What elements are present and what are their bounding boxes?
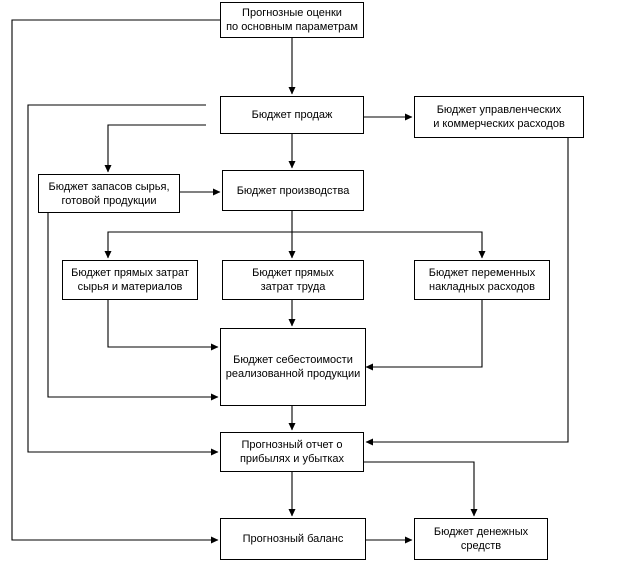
pnl-forecast-box: Прогнозный отчет о прибылях и убытках: [220, 432, 364, 472]
forecast-estimates-box: Прогнозные оценки по основным параметрам: [220, 2, 364, 38]
arrow-admin-to-pnl: [365, 138, 569, 446]
variable-overhead-budget-box: Бюджет переменных накладных расходов: [414, 260, 550, 300]
admin-commercial-budget-box: Бюджет управленческих и коммерческих рас…: [414, 96, 584, 138]
arrow-production-to-overhead: [292, 231, 486, 259]
labor-budget-box: Бюджет прямых затрат труда: [222, 260, 364, 300]
arrow-pnl-to-cash: [364, 461, 478, 517]
arrow-forecast-to-balance: [11, 19, 220, 544]
sales-budget-box: Бюджет продаж: [220, 96, 364, 134]
cogs-budget-box: Бюджет себестоимости реализованной проду…: [220, 328, 366, 406]
arrow-production-to-materials: [104, 231, 292, 259]
cash-budget-box: Бюджет денежных средств: [414, 518, 548, 560]
inventory-budget-box: Бюджет запасов сырья, готовой продукции: [38, 174, 180, 213]
arrow-materials-to-cogs: [107, 300, 219, 351]
arrow-sales-to-pnl: [27, 104, 219, 456]
production-budget-box: Бюджет производства: [222, 170, 364, 211]
arrow-sales-to-inventory: [104, 124, 206, 173]
arrow-overhead-to-cogs: [365, 300, 483, 371]
materials-budget-box: Бюджет прямых затрат сырья и материалов: [62, 260, 198, 300]
arrow-inventory-to-cogs: [47, 213, 219, 401]
forecast-balance-box: Прогнозный баланс: [220, 518, 366, 560]
